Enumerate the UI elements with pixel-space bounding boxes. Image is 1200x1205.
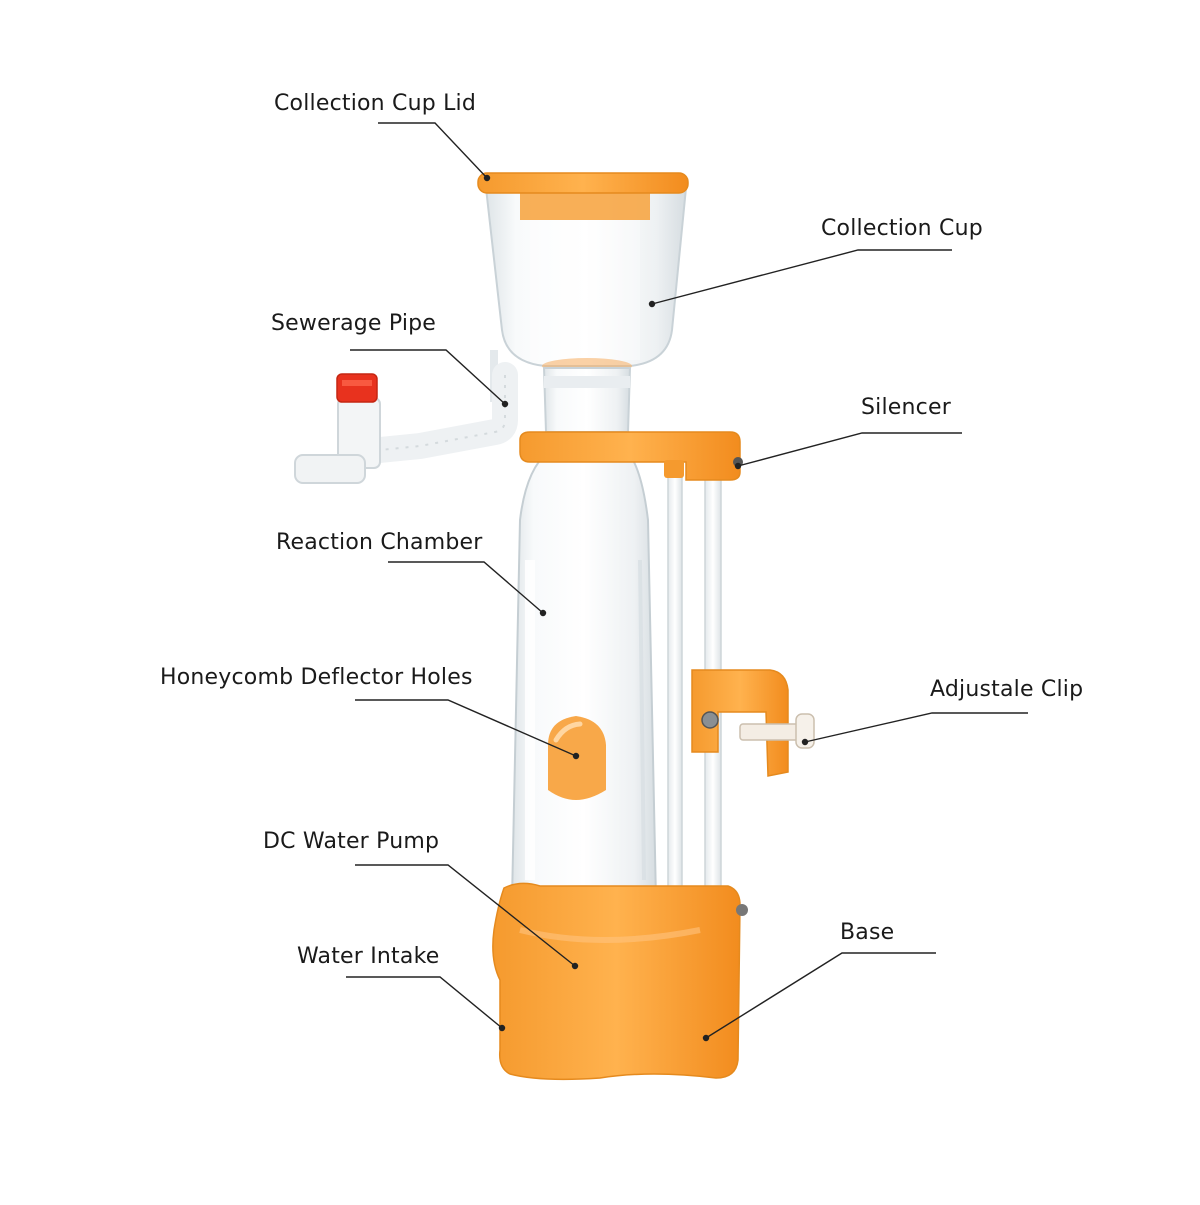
label-base: Base	[840, 920, 895, 945]
label-honeycomb-deflector-holes: Honeycomb Deflector Holes	[160, 665, 473, 690]
leader-collection-cup	[648, 249, 952, 308]
neck-shape	[542, 367, 632, 433]
leader-lines	[346, 122, 1028, 1042]
base-shape	[492, 882, 748, 1081]
leader-adjustale-clip	[801, 712, 1028, 746]
reaction-chamber-shape	[510, 451, 658, 905]
label-collection-cup-lid: Collection Cup Lid	[274, 91, 477, 116]
label-adjustale-clip: Adjustale Clip	[930, 677, 1084, 702]
label-silencer: Silencer	[861, 395, 951, 420]
leader-honeycomb-deflector-holes	[355, 699, 580, 760]
label-sewerage-pipe: Sewerage Pipe	[271, 311, 437, 336]
adjustable-clip-shape	[691, 669, 815, 777]
collection-cup-lid-shape	[477, 172, 689, 194]
leader-reaction-chamber	[388, 561, 547, 617]
label-collection-cup: Collection Cup	[821, 216, 983, 241]
sewerage-pipe-shape	[294, 350, 518, 484]
collection-cup-shape	[484, 187, 688, 374]
leader-collection-cup-lid	[378, 122, 491, 182]
leader-silencer	[734, 432, 962, 470]
leader-water-intake	[346, 976, 506, 1032]
leader-dc-water-pump	[355, 864, 579, 970]
label-reaction-chamber: Reaction Chamber	[276, 530, 483, 555]
leader-sewerage-pipe	[350, 349, 509, 408]
label-water-intake: Water Intake	[297, 944, 440, 969]
label-dc-water-pump: DC Water Pump	[263, 829, 440, 854]
leader-base	[702, 952, 936, 1042]
